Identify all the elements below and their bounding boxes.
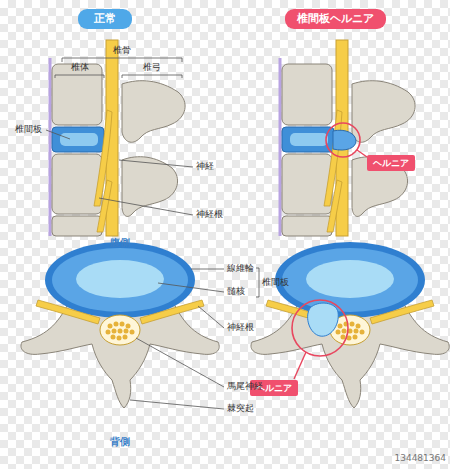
part-label: 神経根	[196, 209, 223, 220]
watermark-id: 134481364	[394, 453, 446, 464]
part-label: 椎骨	[113, 45, 131, 56]
part-label: 椎間板	[262, 277, 289, 288]
callout-box: ヘルニア	[367, 155, 415, 171]
part-label: 腹側	[110, 237, 130, 249]
box-text: ヘルニア	[373, 157, 409, 169]
part-label: 椎間板	[15, 124, 42, 135]
part-label: 馬尾神経	[227, 381, 263, 392]
part-label: 神経根	[227, 322, 254, 333]
box-text: 椎間板ヘルニア	[297, 12, 374, 26]
heading-box: 正常	[78, 9, 132, 29]
heading-box: 椎間板ヘルニア	[285, 9, 386, 29]
part-label: 神経	[196, 161, 214, 172]
part-label: 棘突起	[227, 403, 254, 414]
box-text: 正常	[94, 12, 116, 26]
part-label: 線維輪	[227, 263, 254, 274]
part-label: 椎体	[71, 62, 89, 73]
part-label: 髄核	[227, 286, 245, 297]
part-label: 背側	[110, 436, 130, 448]
part-label: 椎弓	[143, 62, 161, 73]
